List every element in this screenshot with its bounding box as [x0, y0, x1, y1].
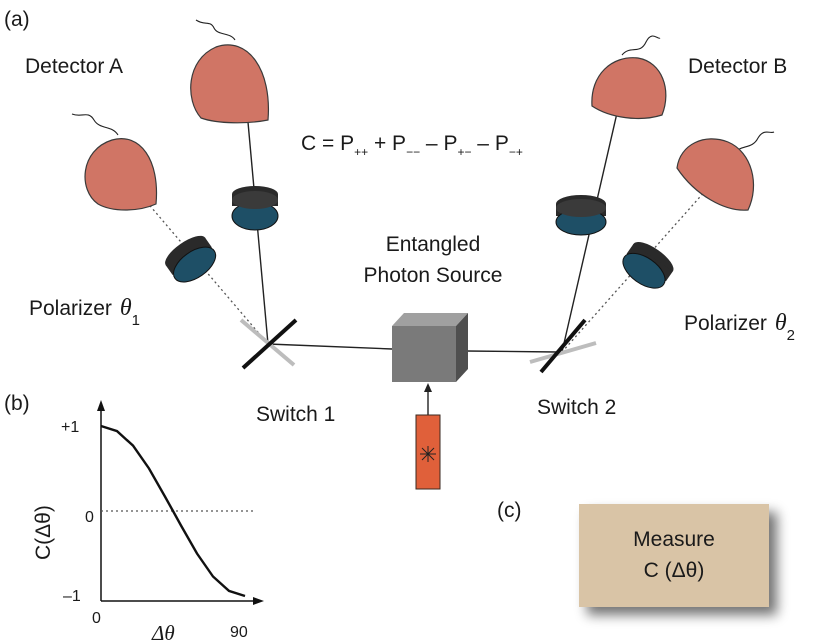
- plot-x-tick-90: 90: [230, 624, 248, 641]
- pump-laser: [415, 414, 441, 490]
- panel-label-c: (c): [497, 499, 522, 522]
- source-label-line1: Entangled: [386, 233, 481, 256]
- detector-a-label: Detector A: [25, 55, 123, 78]
- plot-x-label: Δθ: [151, 621, 175, 644]
- detector-b-upper: [591, 35, 667, 120]
- polarizer-a-upper: [231, 186, 279, 231]
- plot-y-tick-zero: 0: [85, 509, 94, 526]
- plot-curve: [100, 424, 246, 598]
- beam-right: [465, 350, 558, 353]
- detector-b-label: Detector B: [688, 55, 787, 78]
- plot-y-label: C(Δθ): [32, 505, 55, 560]
- polarizer-b-lower: [622, 242, 674, 289]
- polarizer-b-upper: [555, 195, 607, 236]
- measure-box-label: Measure C (Δθ): [579, 504, 769, 607]
- polarizer-a-lower: [165, 235, 217, 283]
- plot-y-tick-minus1: –1: [63, 588, 81, 605]
- source-label-line2: Photon Source: [364, 264, 503, 287]
- measure-box: [579, 504, 769, 607]
- plot-y-axis-arrow: [97, 400, 105, 411]
- detector-a-lower: [71, 113, 158, 211]
- panel-label-b: (b): [4, 392, 30, 415]
- beam-to-detector-a-lower: [127, 179, 269, 345]
- measure-line2: C (Δθ): [643, 558, 705, 582]
- plot-x-axis-arrow: [253, 597, 264, 605]
- detector-a-upper: [190, 19, 270, 124]
- correlation-plot: +1 0 –1 0 90 C(Δθ) Δθ: [32, 400, 264, 644]
- beam-left: [267, 343, 393, 350]
- correlation-equation: C = P++ + P−− – P+− – P−+: [301, 132, 523, 159]
- switch-2: [529, 318, 597, 374]
- photon-source-cube: [392, 313, 468, 382]
- detector-b-lower: [676, 131, 775, 211]
- switch-2-label: Switch 2: [537, 396, 616, 419]
- switch-1: [239, 318, 298, 370]
- measure-line1: Measure: [633, 528, 715, 552]
- panel-label-a: (a): [4, 8, 30, 31]
- plot-y-tick-plus1: +1: [61, 419, 79, 436]
- switch-1-label: Switch 1: [256, 403, 335, 426]
- pump-arrow-head: [424, 383, 432, 392]
- plot-x-tick-0: 0: [92, 610, 101, 627]
